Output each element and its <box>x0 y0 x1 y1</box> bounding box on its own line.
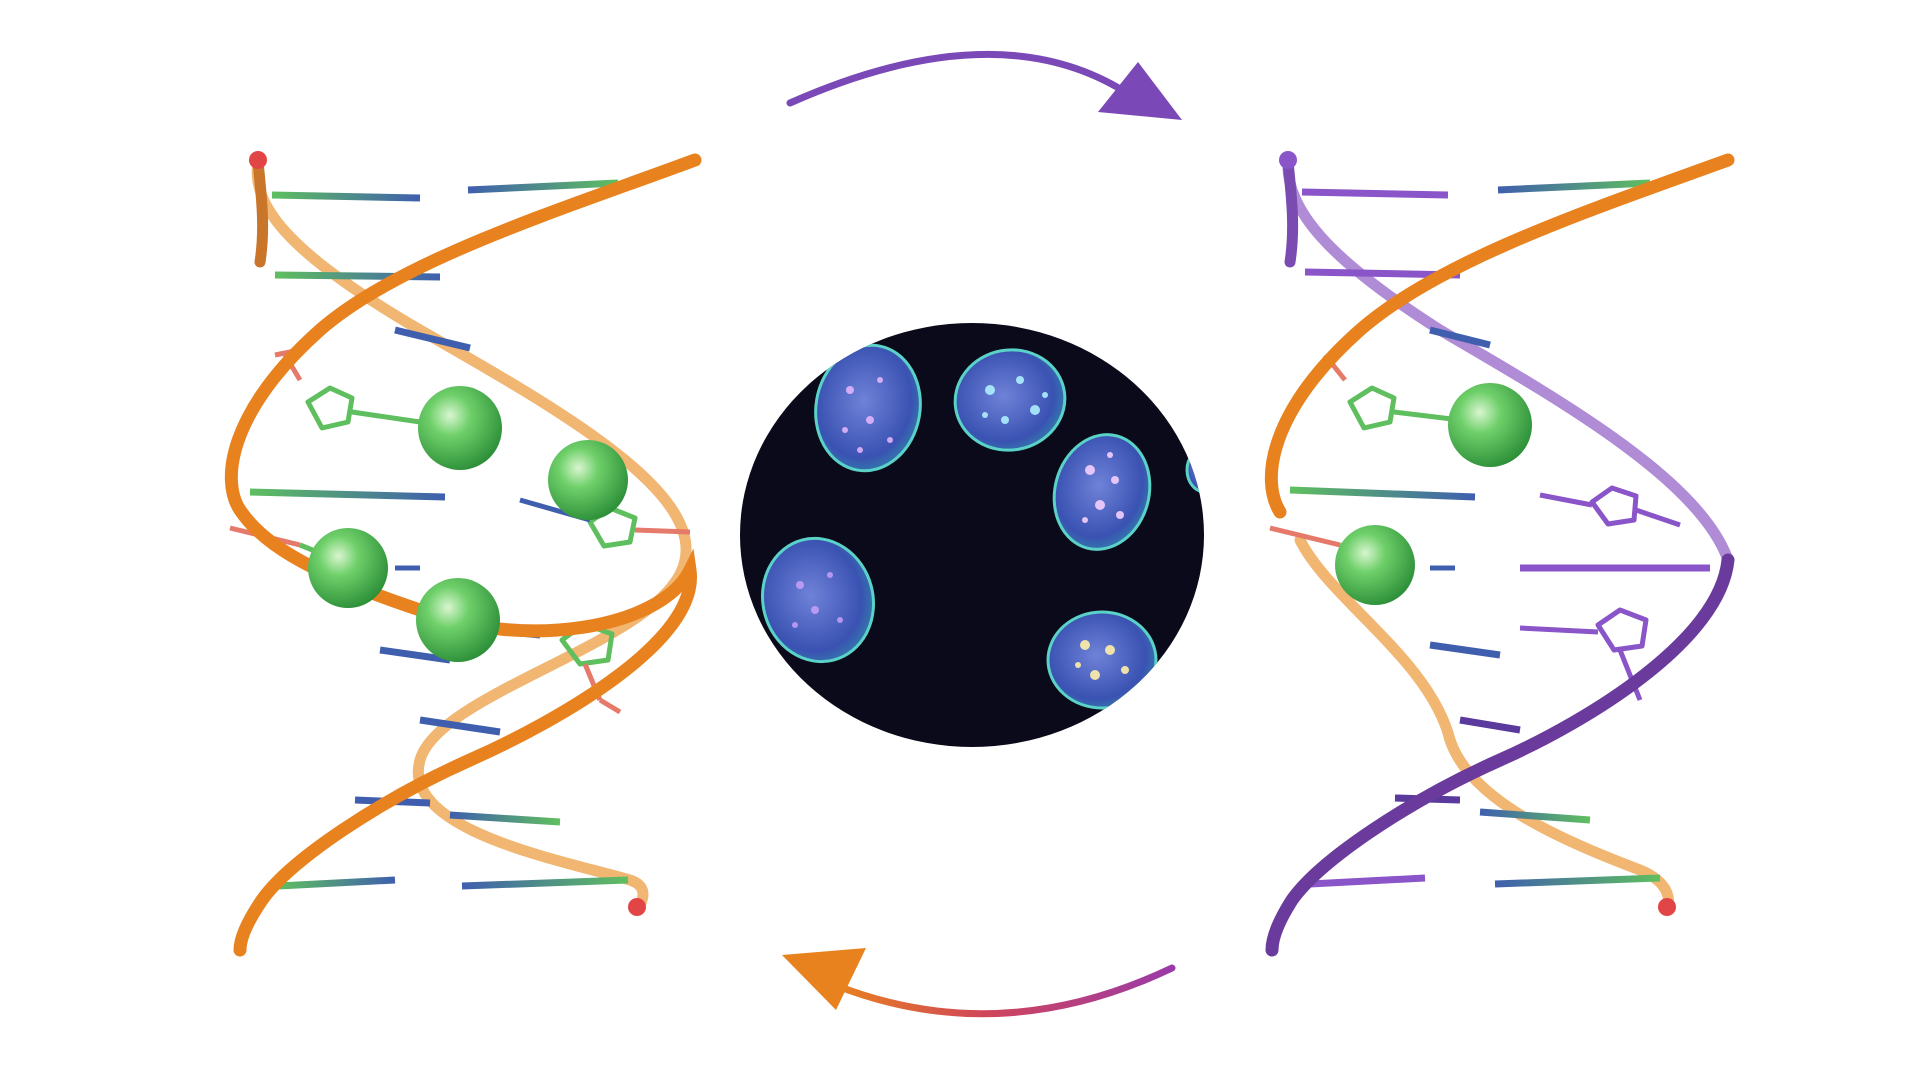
nucleotide-bond <box>1635 507 1681 528</box>
base-pair <box>394 326 471 352</box>
top-arrow <box>786 51 1182 120</box>
base-pair <box>1459 716 1521 734</box>
left-helix-ions <box>308 386 628 662</box>
left-helix-base-pairs <box>249 179 675 890</box>
base-pair <box>461 876 629 890</box>
base-pair <box>379 646 451 664</box>
base-pair <box>449 811 561 826</box>
nucleus <box>953 348 1067 452</box>
nucleotide-ring <box>1589 485 1639 527</box>
nucleotide-bond <box>1269 525 1341 548</box>
nucleotide-ring <box>1347 385 1397 431</box>
base-pair <box>277 876 396 890</box>
base-pair <box>1309 874 1426 888</box>
nucleotide-bond <box>1519 625 1599 635</box>
bottom-arrow-head <box>782 948 866 1010</box>
right-helix-top-tail <box>1282 156 1299 268</box>
nucleotide-ring <box>1595 607 1649 653</box>
base-pair <box>1289 486 1476 501</box>
nucleotide-bond <box>1617 649 1643 701</box>
ion-sphere <box>416 578 500 662</box>
ion-sphere <box>1448 383 1532 467</box>
nucleus <box>814 343 922 473</box>
left-helix-top-tail <box>252 156 269 268</box>
base-pair <box>467 179 619 194</box>
strand-end-cap <box>249 151 267 169</box>
base-pair <box>1497 179 1651 194</box>
ion-sphere <box>548 440 628 520</box>
left-helix-front-strand <box>224 153 702 957</box>
base-pair <box>1429 641 1501 659</box>
base-pair <box>1429 326 1491 349</box>
top-arrow-head <box>1098 62 1182 120</box>
base-pair <box>249 488 446 501</box>
strand-end-cap <box>1658 898 1676 916</box>
right-helix-ions <box>1335 383 1532 605</box>
nucleotide-ring <box>305 385 355 431</box>
right-helix-front-strand-lower <box>1265 553 1735 957</box>
left-dna-helix <box>224 151 702 957</box>
strand-end-cap <box>628 898 646 916</box>
strand-end-cap <box>1279 151 1297 169</box>
cell-nuclei-micrograph <box>740 323 1204 747</box>
right-helix-base-pairs <box>1289 179 1710 888</box>
nucleotide-bond <box>634 527 691 535</box>
base-pair <box>1494 874 1661 888</box>
right-helix-back-strand-upper <box>1282 154 1734 566</box>
ion-sphere <box>308 528 388 608</box>
base-pair <box>1479 808 1591 824</box>
nucleus <box>1185 446 1204 494</box>
nucleus <box>1046 610 1158 710</box>
ion-sphere <box>418 386 502 470</box>
ion-sphere <box>1335 525 1415 605</box>
nucleotide-bond <box>1539 492 1593 508</box>
bottom-arrow <box>782 948 1176 1018</box>
right-dna-helix <box>1264 151 1735 957</box>
nucleotide-bond <box>351 409 421 425</box>
nucleus <box>761 536 875 664</box>
top-arrow-shaft <box>786 51 1134 107</box>
bottom-arrow-shaft <box>831 964 1176 1018</box>
nucleotide-bond <box>598 697 622 715</box>
base-pair <box>1301 188 1449 199</box>
base-pair <box>271 191 421 202</box>
base-pair <box>419 716 501 736</box>
nucleus <box>1052 433 1152 551</box>
right-helix-front-strand-upper <box>1264 153 1735 519</box>
